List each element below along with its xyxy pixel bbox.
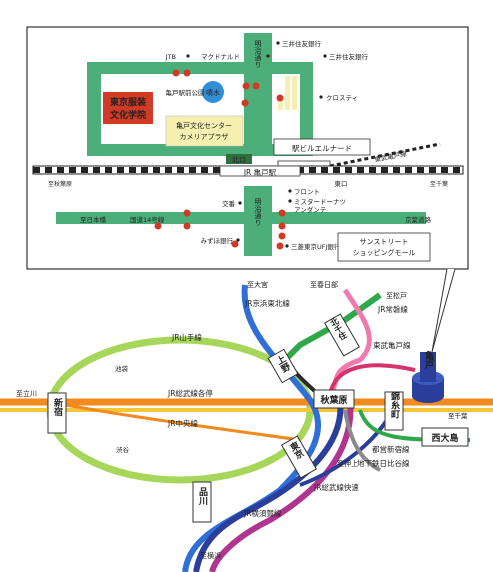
- sobu-rapid-label: JR総武線快速: [313, 482, 359, 492]
- line-labels: 至大宮 至春日部 JR京浜東北線 至松戸 JR常磐線 JR山手線 池袋 東武亀戸…: [16, 280, 468, 560]
- kameido-marker: 亀戸: [412, 350, 444, 403]
- akihabara-label: 秋葉原: [319, 394, 347, 406]
- tobu-kameido-track: [329, 142, 441, 168]
- sunstreet-box: [337, 232, 431, 262]
- nishi-ojima-label: 西大島: [431, 432, 458, 444]
- route14-label: 国道14号線: [130, 215, 165, 224]
- kinshicho-label: 錦糸町: [389, 390, 401, 419]
- joban-label: JR常磐線: [377, 304, 408, 314]
- shinagawa-label: 品川: [197, 487, 209, 506]
- station-building-box: [273, 138, 371, 156]
- school-box: [103, 92, 153, 124]
- mcdonalds-label: マクドナルド: [201, 53, 240, 61]
- hibiya-line: [343, 409, 381, 472]
- to-yokohama-label: 至横浜: [200, 551, 221, 560]
- koban-label: 交番: [222, 199, 236, 208]
- mister-donut-label: ミスタードーナツ: [294, 197, 346, 206]
- to-chiba-network-label: 至千葉: [448, 411, 468, 420]
- shop-markers: [154, 69, 286, 250]
- keihin-tohoku-label: JR京浜東北線: [244, 298, 290, 308]
- top-landmarks: 三井住友銀行 マクドナルド 三井住友銀行 JTB クロスティ: [165, 39, 369, 102]
- bank-label-2: 三井住友銀行: [329, 52, 369, 61]
- mizuho-label: みずほ銀行: [201, 236, 234, 245]
- to-kasukabe-label: 至春日部: [310, 280, 338, 289]
- yokosuka-line: [193, 399, 344, 572]
- to-akihabara-label: 至秋葉原: [48, 180, 72, 188]
- south-landmarks: フロント ミスタードーナツ アンダンテ 交番 至日本橋 国道14号線 京葉道路 …: [80, 188, 432, 251]
- to-nihonbashi-label: 至日本橋: [80, 215, 107, 224]
- keiyo-road-label: 京葉道路: [405, 215, 432, 224]
- ikebukuro-label: 池袋: [115, 364, 129, 373]
- yamanote-label: JR山手線: [171, 332, 202, 342]
- fountain-label: 噴水: [206, 88, 220, 97]
- to-omiya-label: 至大宮: [247, 280, 268, 289]
- fountain-icon: [202, 81, 224, 103]
- shop-strips: [278, 76, 297, 110]
- chuo-label: JR中央線: [167, 418, 198, 428]
- joban-line: [282, 292, 382, 363]
- shinjuku-label: 新宿: [52, 397, 63, 417]
- camellia-plaza-line1: 亀戸文化センター: [176, 121, 232, 130]
- jr-kameido-station-box: [219, 165, 301, 177]
- to-tachikawa-label: 至立川: [16, 389, 37, 398]
- kameido-label: 亀戸: [423, 350, 434, 370]
- north-exit-box: [226, 154, 252, 164]
- camellia-plaza-block: [165, 115, 244, 147]
- sobu-local-label: JR総武線各停: [167, 388, 213, 398]
- ufj-label: 三菱東京UFJ銀行: [291, 242, 341, 251]
- front-label: フロント: [294, 188, 320, 196]
- jr-kameido-station-label: JR 亀戸駅: [243, 167, 277, 177]
- area-roads: [56, 33, 426, 256]
- to-chiba-label: 至千葉: [430, 180, 448, 188]
- sunstreet-line1: サンストリート: [360, 238, 409, 246]
- hibiya-label: 地下鉄日比谷線: [357, 458, 410, 468]
- east-exit-box: [334, 178, 348, 187]
- magenta-line: [209, 399, 354, 572]
- to-oshiage-label: 至押上: [337, 459, 358, 468]
- callout-pointer: [431, 268, 456, 353]
- crossty-label: クロスティ: [326, 94, 358, 102]
- camellia-plaza-line2: カメリアプラザ: [180, 133, 229, 141]
- jtb-label: JTB: [165, 53, 176, 61]
- bank-label-1: 三井住友銀行: [282, 39, 322, 48]
- andante-label: アンダンテ: [294, 205, 326, 214]
- park-label: 亀戸駅前公園: [166, 88, 205, 97]
- meiji-dori-south-label: 明治通り: [254, 198, 262, 226]
- chuo-line: [59, 402, 301, 442]
- toei-shinjuku-label: 都営新宿線: [372, 444, 410, 454]
- school-name-line1: 東京服装: [110, 96, 147, 108]
- station-plaques: 新宿 秋葉原 錦糸町 品川 東京 上野 北千住 西大島: [47, 313, 469, 523]
- sunstreet-line2: ショッピングモール: [353, 248, 416, 257]
- station-building-label: 駅ビルエルナード: [292, 144, 352, 153]
- east-exit-label: 東口: [335, 179, 348, 188]
- tobu-kameido-pink: [328, 363, 416, 396]
- yokosuka-label: JR横須賀線: [243, 508, 282, 518]
- to-matsudo-label: 至松戸: [386, 291, 407, 300]
- meiji-dori-north-label: 明治通り: [254, 40, 262, 68]
- shibuya-label: 渋谷: [116, 445, 130, 454]
- tobu-kameido-network-label: 東武亀戸線: [373, 340, 411, 350]
- north-exit-label: 北口: [232, 156, 246, 164]
- school-name-line2: 文化学院: [109, 109, 146, 121]
